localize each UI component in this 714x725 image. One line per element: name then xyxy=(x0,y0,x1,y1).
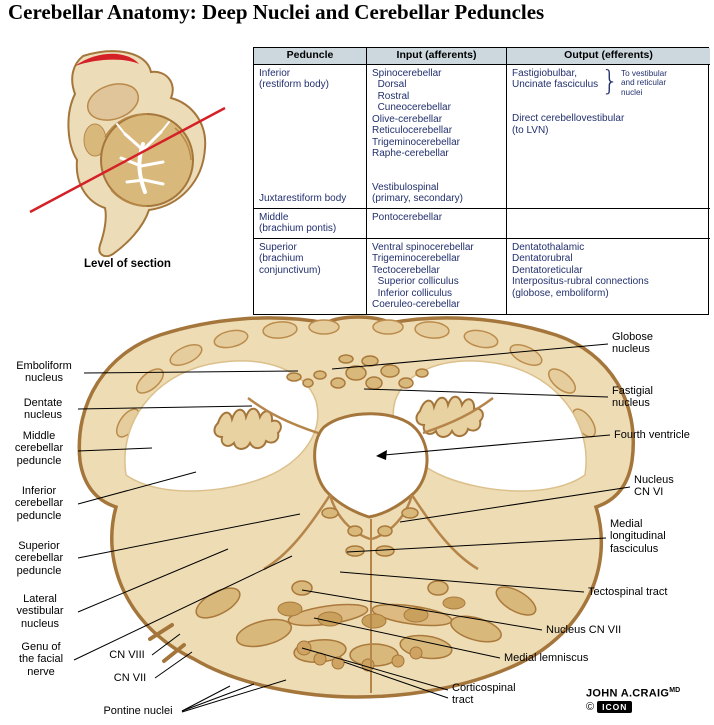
cell-middle-output xyxy=(506,207,710,238)
credit-block: JOHN A.CRAIGMD © ICON xyxy=(586,687,680,713)
copyright-symbol: © xyxy=(586,700,595,713)
label-fastigial-nucleus: Fastigial nucleus xyxy=(612,385,653,410)
label-cn-vii: CN VII xyxy=(113,672,147,684)
cross-section-illustration xyxy=(77,315,635,699)
inferior-output-note: To vestibular and reticular nuclei xyxy=(620,68,667,97)
label-corticospinal-tract: Corticospinal tract xyxy=(452,682,516,707)
label-middle-cerebellar-peduncle: Middle cerebellar peduncle xyxy=(14,430,64,467)
brace-glyph: } xyxy=(601,63,619,97)
cell-superior-peduncle: Superior (brachium conjunctivum) xyxy=(254,237,366,314)
label-globose-nucleus: Globose nucleus xyxy=(612,331,653,356)
cell-middle-input: Pontocerebellar xyxy=(366,207,506,238)
label-nucleus-cn-vii: Nucleus CN VII xyxy=(546,624,622,636)
cell-inferior-peduncle: Inferior (restiform body) Juxtarestiform… xyxy=(254,63,366,208)
middle-peduncle-text: Middle (brachium pontis) xyxy=(259,211,337,235)
inferior-output-list: Fastigiobulbar, Uncinate fasciculus xyxy=(512,67,599,91)
label-tectospinal-tract: Tectospinal tract xyxy=(588,586,668,598)
label-superior-cerebellar-peduncle: Superior cerebellar peduncle xyxy=(14,540,64,577)
label-cn-viii: CN VIII xyxy=(109,649,145,661)
superior-output-list: Dentatothalamic Dentatorubral Dentatoret… xyxy=(512,241,649,299)
label-emboliform-nucleus: Emboliform nucleus xyxy=(16,360,72,385)
label-pontine-nuclei: Pontine nuclei xyxy=(103,705,173,717)
cell-superior-output: Dentatothalamic Dentatorubral Dentatoret… xyxy=(506,237,710,314)
artist-degree: MD xyxy=(669,687,681,694)
table-header-output: Output (efferents) xyxy=(506,48,710,64)
label-dentate-nucleus: Dentate nucleus xyxy=(23,397,63,422)
label-inferior-cerebellar-peduncle: Inferior cerebellar peduncle xyxy=(14,485,64,522)
cell-inferior-output: Fastigiobulbar, Uncinate fasciculus } To… xyxy=(506,63,710,208)
fourth-ventricle-arrowhead xyxy=(376,450,387,460)
table-header-input: Input (afferents) xyxy=(366,48,506,64)
peduncle-table: Peduncle Input (afferents) Output (effer… xyxy=(253,47,710,315)
inferior-input-vestibulospinal: Vestibulospinal (primary, secondary) xyxy=(372,181,463,205)
inferior-peduncle-text: Inferior (restiform body) xyxy=(259,67,330,91)
middle-input-text: Pontocerebellar xyxy=(372,211,443,223)
label-nucleus-cn-vi: Nucleus CN VI xyxy=(634,474,674,499)
icon-logo: ICON xyxy=(597,700,633,713)
label-medial-lemniscus: Medial lemniscus xyxy=(504,652,589,664)
cell-inferior-input: Spinocerebellar Dorsal Rostral Cuneocere… xyxy=(366,63,506,208)
superior-input-list: Ventral spinocerebellar Trigeminocerebel… xyxy=(372,241,474,311)
artist-signature: JOHN A.CRAIG xyxy=(586,687,670,700)
level-of-section-caption: Level of section xyxy=(84,258,171,270)
cell-superior-input: Ventral spinocerebellar Trigeminocerebel… xyxy=(366,237,506,314)
label-medial-longitudinal-fasciculus: Medial longitudinal fasciculus xyxy=(610,518,666,555)
juxtarestiform-text: Juxtarestiform body xyxy=(259,193,347,204)
page-title: Cerebellar Anatomy: Deep Nuclei and Cere… xyxy=(8,0,545,24)
label-genu-facial-nerve: Genu of the facial nerve xyxy=(18,641,64,678)
inferior-input-list: Spinocerebellar Dorsal Rostral Cuneocere… xyxy=(372,67,460,160)
superior-peduncle-text: Superior (brachium conjunctivum) xyxy=(259,241,321,276)
label-lateral-vestibular-nucleus: Lateral vestibular nucleus xyxy=(16,593,64,630)
label-fourth-ventricle: Fourth ventricle xyxy=(614,429,690,441)
table-header-peduncle: Peduncle xyxy=(254,48,366,64)
cell-middle-peduncle: Middle (brachium pontis) xyxy=(254,207,366,238)
level-of-section-illustration xyxy=(29,50,226,257)
inferior-output-direct: Direct cerebellovestibular (to LVN) xyxy=(512,113,625,136)
